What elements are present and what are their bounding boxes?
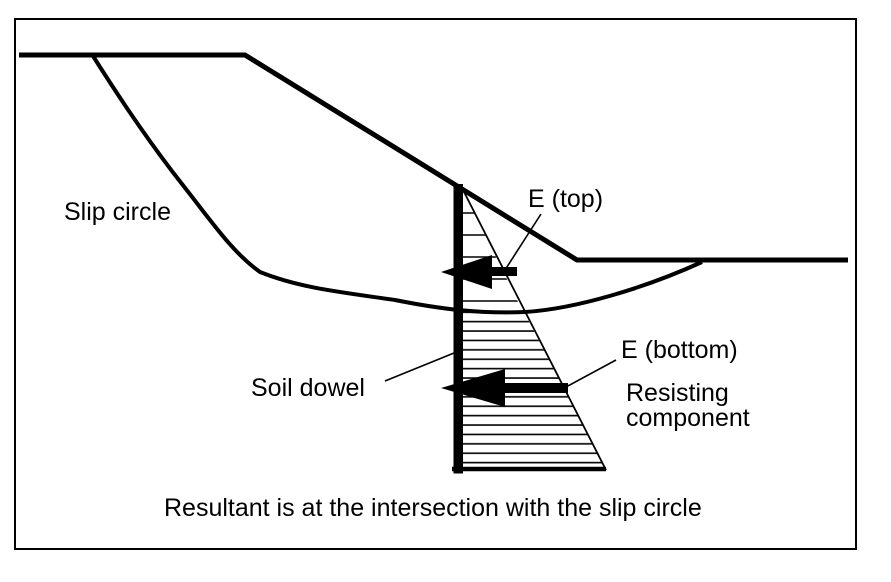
e-bottom-label: E (bottom): [621, 336, 738, 364]
e-top-leader-line: [504, 213, 542, 271]
frame-border: [14, 18, 857, 550]
soil-dowel-bar: [453, 184, 463, 474]
resisting-component-label-line2: component: [626, 404, 750, 432]
soil-dowel-leader-line: [384, 352, 455, 382]
soil-dowel-label: Soil dowel: [251, 374, 365, 402]
caption-text: Resultant is at the intersection with th…: [164, 494, 702, 522]
e-top-label: E (top): [528, 185, 603, 213]
ground-surface-line: [19, 52, 848, 263]
e-bottom-arrow-icon: [441, 369, 568, 407]
resisting-component-label-line1: Resisting: [626, 379, 729, 407]
e-top-arrow-icon: [441, 255, 517, 289]
pressure-diagram-hypotenuse: [461, 187, 607, 471]
slip-circle-label: Slip circle: [64, 198, 171, 226]
e-bottom-leader-line: [565, 359, 617, 388]
slip-circle-curve: [91, 54, 703, 315]
